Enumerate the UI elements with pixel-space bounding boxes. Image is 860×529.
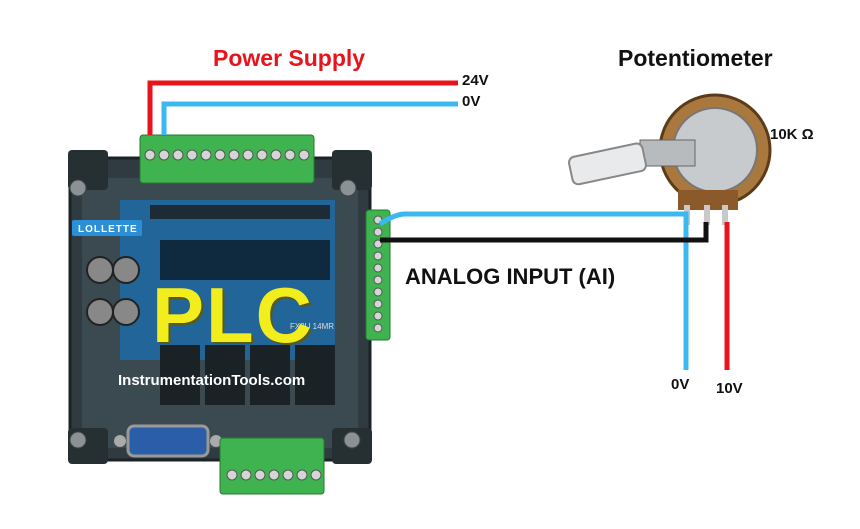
resistance-label: 10K Ω [770,126,814,143]
0v-signal-label: 0V [671,376,690,393]
screw-icon [343,431,361,449]
top-terminal-block [139,134,315,184]
screw-icon [339,179,357,197]
analog-input-label: ANALOG INPUT (AI) [405,264,616,289]
capacitor-icon [86,256,114,284]
24v-wire [147,80,458,135]
right-terminal-block [365,209,391,341]
capacitor-icon [86,298,114,326]
ai-signal-wire [380,222,709,243]
power-supply-label: Power Supply [213,45,366,71]
plc-unit [68,150,372,464]
plc-title: PLC [152,271,314,359]
24v-label: 24V [462,72,489,89]
10v-label: 10V [716,380,743,397]
screw-icon [69,431,87,449]
0v-supply-wire [161,101,458,135]
screw-icon [69,179,87,197]
0v-supply-label: 0V [462,93,481,110]
model-label: FX3U 14MR [290,322,335,331]
brand-badge: LOLLETTE [78,224,138,235]
potentiometer-label: Potentiometer [618,45,773,71]
capacitor-icon [112,298,140,326]
db9-port [126,424,210,458]
capacitor-icon [112,256,140,284]
potentiometer-icon [568,93,772,225]
0v-signal-wire [378,211,689,370]
bottom-terminal-block [219,437,325,495]
website-watermark: InstrumentationTools.com [118,372,306,389]
